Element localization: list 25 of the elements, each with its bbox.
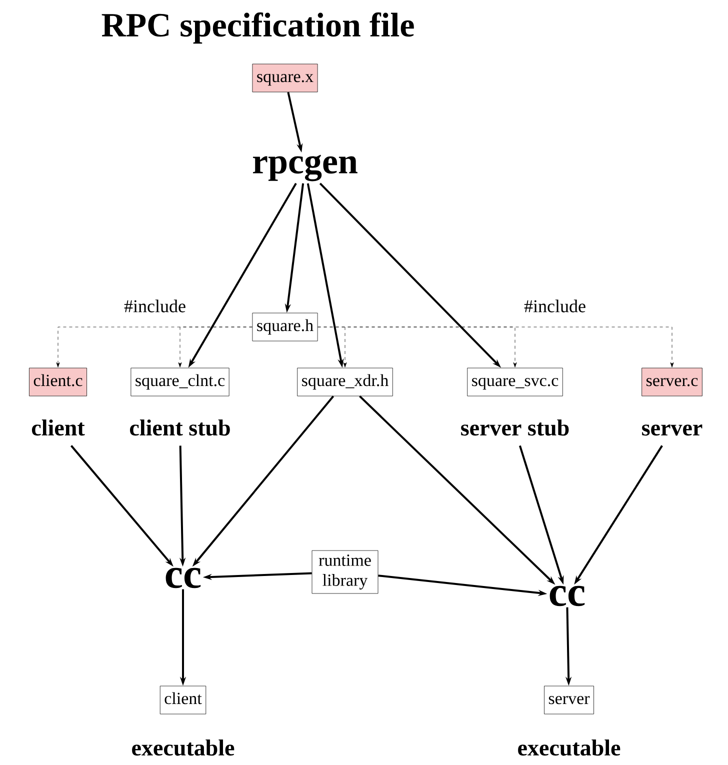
file-box: client.c (29, 368, 87, 396)
edge-label: #include (524, 300, 586, 312)
library-box: runtime library (312, 550, 378, 594)
include-arrow (343, 326, 347, 368)
beside-label: client (32, 419, 85, 436)
edge-label: #include (124, 300, 186, 312)
file-box: square_clnt.c (130, 368, 230, 396)
title: RPC specification file (102, 12, 414, 44)
compiler-label: cc (166, 568, 201, 588)
file-box: client (160, 686, 206, 714)
file-box: square_xdr.h (297, 368, 393, 396)
beside-label: client stub (130, 419, 230, 436)
compiler-label: cc (550, 586, 585, 606)
file-box: square_svc.c (467, 368, 563, 396)
file-box: server.c (642, 368, 702, 396)
include-arrow (318, 326, 674, 368)
program-label: rpcgen (252, 154, 358, 182)
file-box: square.h (252, 312, 318, 342)
beside-label: server stub (461, 419, 569, 436)
beside-label: executable (518, 739, 620, 756)
beside-label: server (642, 424, 702, 436)
file-box: server (544, 686, 594, 714)
beside-label: executable (132, 739, 234, 756)
include-arrow (178, 326, 252, 368)
file-box: square.x (252, 64, 318, 92)
